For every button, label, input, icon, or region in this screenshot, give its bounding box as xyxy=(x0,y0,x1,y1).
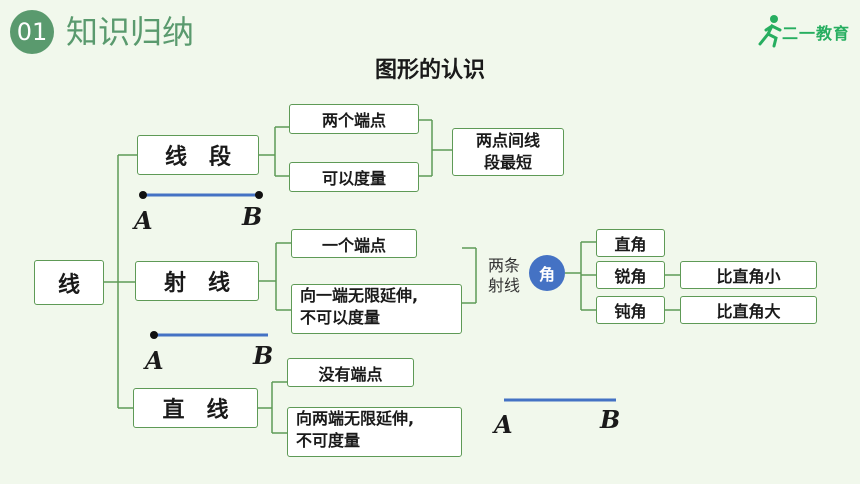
segment-property-1: 两个端点 xyxy=(321,111,386,130)
segment-label: 线段 xyxy=(164,145,253,170)
ray-property-endpoint: 一个端点 xyxy=(291,229,417,258)
line-property-no-endpoint: 没有端点 xyxy=(287,358,414,387)
section-title: 知识归纳 xyxy=(66,13,195,51)
angle-note-acute: 比直角小 xyxy=(680,261,817,289)
segment-property-measurable: 可以度量 xyxy=(289,162,419,192)
segment-property-endpoints: 两个端点 xyxy=(289,104,419,134)
diagram-title: 图形的认识 xyxy=(374,58,485,83)
angle-node: 角 xyxy=(529,255,565,291)
angle-type-obtuse: 钝角 xyxy=(596,296,665,324)
ray-figure xyxy=(150,331,268,339)
segment-point-a: A xyxy=(134,206,153,235)
angle-source-label: 两条 射线 xyxy=(488,256,520,296)
line-property-extend: 向两端无限延伸, 不可度量 xyxy=(287,407,462,457)
node-straight-line: 直线 xyxy=(133,388,258,428)
segment-conclusion: 两点间线 段最短 xyxy=(452,128,564,176)
angle-source-line2: 射线 xyxy=(488,276,521,295)
segment-conclusion-line1: 两点间线 xyxy=(475,131,540,150)
angle-source-line1: 两条 xyxy=(488,256,521,275)
angle-note-2: 比直角大 xyxy=(716,302,781,321)
line-point-a: A xyxy=(494,410,513,439)
node-line-root: 线 xyxy=(34,260,104,305)
node-ray: 射线 xyxy=(135,261,259,301)
angle-note-1: 比直角小 xyxy=(716,267,781,286)
straight-line-figure xyxy=(504,398,616,402)
segment-point-b: B xyxy=(242,202,263,231)
logo-text: 二一教育 xyxy=(782,24,851,43)
section-number-badge: 01 xyxy=(10,10,54,54)
straight-line-label: 直线 xyxy=(162,398,251,423)
ray-property-1: 一个端点 xyxy=(321,235,386,255)
segment-figure xyxy=(139,191,263,199)
segment-conclusion-line2: 段最短 xyxy=(483,153,532,172)
node-segment: 线段 xyxy=(137,135,259,175)
ray-property-2-line2: 不可以度量 xyxy=(300,308,381,327)
segment-property-2: 可以度量 xyxy=(321,169,386,188)
angle-type-2: 锐角 xyxy=(614,267,647,286)
angle-type-3: 钝角 xyxy=(614,302,647,321)
line-property-2-line1: 向两端无限延伸, xyxy=(296,409,415,428)
angle-type-1: 直角 xyxy=(614,235,647,254)
ray-property-2-line1: 向一端无限延伸, xyxy=(300,286,419,305)
ray-point-b: B xyxy=(253,341,274,370)
line-property-2-line2: 不可度量 xyxy=(296,431,361,450)
ray-property-extend: 向一端无限延伸, 不可以度量 xyxy=(291,284,462,334)
line-point-b: B xyxy=(600,405,621,434)
angle-type-right: 直角 xyxy=(596,229,665,257)
angle-note-obtuse: 比直角大 xyxy=(680,296,817,324)
root-label: 线 xyxy=(57,272,80,298)
ray-point-a: A xyxy=(145,346,164,375)
running-person-icon xyxy=(758,15,782,48)
line-property-1: 没有端点 xyxy=(318,364,383,384)
ray-label: 射线 xyxy=(163,271,252,296)
angle-type-acute: 锐角 xyxy=(596,261,665,289)
